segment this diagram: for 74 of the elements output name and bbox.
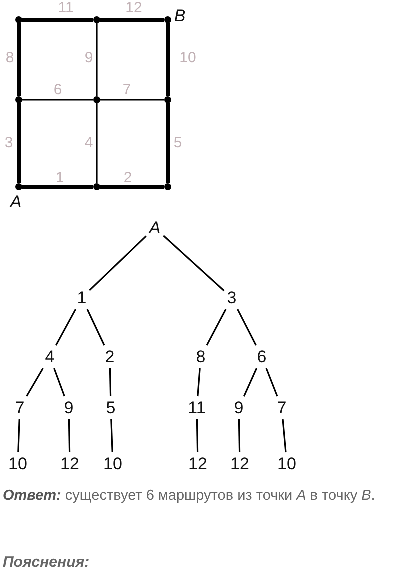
tree-branch bbox=[86, 309, 106, 346]
edge-label: 9 bbox=[84, 50, 94, 66]
grid-line bbox=[22, 99, 94, 101]
point-label: A bbox=[10, 194, 22, 210]
tree-branch bbox=[18, 419, 20, 453]
tree-branch bbox=[266, 368, 278, 397]
edge-label: 5 bbox=[174, 136, 182, 150]
grid-line bbox=[100, 18, 164, 22]
edge-label: 11 bbox=[58, 0, 74, 16]
answer-text: Ответ: существует 6 маршрутов из точки A в точку B. bbox=[3, 488, 376, 506]
tree-branch bbox=[237, 309, 257, 346]
grid-line bbox=[166, 104, 170, 184]
segment-number: 11 bbox=[188, 400, 206, 416]
tree-branch bbox=[89, 236, 147, 292]
edge-label: 7 bbox=[122, 82, 132, 98]
segment-number: 7 bbox=[15, 400, 25, 416]
vertex-dot bbox=[16, 96, 22, 104]
edge-label: 10 bbox=[180, 50, 196, 66]
vertex-dot bbox=[94, 184, 100, 190]
tree-branch bbox=[206, 309, 227, 346]
segment-number: 9 bbox=[64, 400, 74, 416]
segment-number: 2 bbox=[105, 348, 115, 366]
segment-number: 4 bbox=[45, 348, 55, 366]
segment-number: 7 bbox=[277, 400, 287, 416]
edge-label: 6 bbox=[54, 82, 62, 98]
segment-number: 12 bbox=[60, 456, 80, 472]
vertex-dot bbox=[16, 184, 22, 190]
edge-label: 4 bbox=[84, 136, 94, 150]
segment-number: 3 bbox=[227, 290, 237, 306]
edge-label: 3 bbox=[4, 136, 14, 150]
grid-line bbox=[96, 104, 98, 184]
point-label: B bbox=[174, 8, 186, 24]
edge-label: 2 bbox=[124, 170, 132, 186]
grid-line bbox=[22, 18, 94, 22]
grid-line bbox=[17, 104, 21, 184]
segment-number: 8 bbox=[196, 348, 206, 366]
tree-branch bbox=[56, 309, 76, 346]
tree-branch bbox=[196, 419, 199, 453]
segment-number: 12 bbox=[188, 456, 208, 472]
tree-branch bbox=[197, 368, 201, 397]
vertex-dot bbox=[94, 96, 100, 104]
grid-line bbox=[166, 24, 170, 96]
point-label: A bbox=[149, 220, 161, 236]
segment-number: 9 bbox=[234, 400, 244, 416]
segment-number: 5 bbox=[106, 400, 116, 416]
edge-label: 8 bbox=[6, 50, 14, 66]
vertex-dot bbox=[164, 96, 172, 104]
tree-branch bbox=[163, 235, 225, 292]
edge-label: 12 bbox=[126, 0, 142, 16]
explanation-heading: Пояснения: bbox=[3, 554, 90, 572]
vertex-dot bbox=[164, 16, 172, 24]
tree-branch bbox=[238, 419, 241, 453]
segment-number: 12 bbox=[230, 456, 250, 472]
tree-branch bbox=[110, 419, 114, 453]
segment-number: 1 bbox=[77, 290, 87, 306]
segment-number: 6 bbox=[257, 348, 267, 366]
grid-line bbox=[22, 185, 94, 189]
segment-number: 10 bbox=[278, 456, 296, 472]
edge-label: 1 bbox=[56, 170, 64, 186]
grid-line bbox=[100, 185, 164, 189]
tree-branch bbox=[243, 368, 258, 397]
tree-branch bbox=[109, 368, 112, 397]
vertex-dot bbox=[164, 184, 172, 190]
vertex-dot bbox=[94, 16, 100, 24]
tree-branch bbox=[282, 419, 287, 453]
tree-branch bbox=[54, 368, 66, 397]
vertex-dot bbox=[16, 16, 22, 24]
tree-branch bbox=[26, 368, 44, 397]
grid-line bbox=[100, 99, 164, 101]
segment-number: 10 bbox=[104, 456, 122, 472]
grid-line bbox=[96, 24, 98, 96]
grid-line bbox=[17, 24, 21, 96]
segment-number: 10 bbox=[8, 456, 28, 472]
tree-branch bbox=[68, 419, 71, 453]
